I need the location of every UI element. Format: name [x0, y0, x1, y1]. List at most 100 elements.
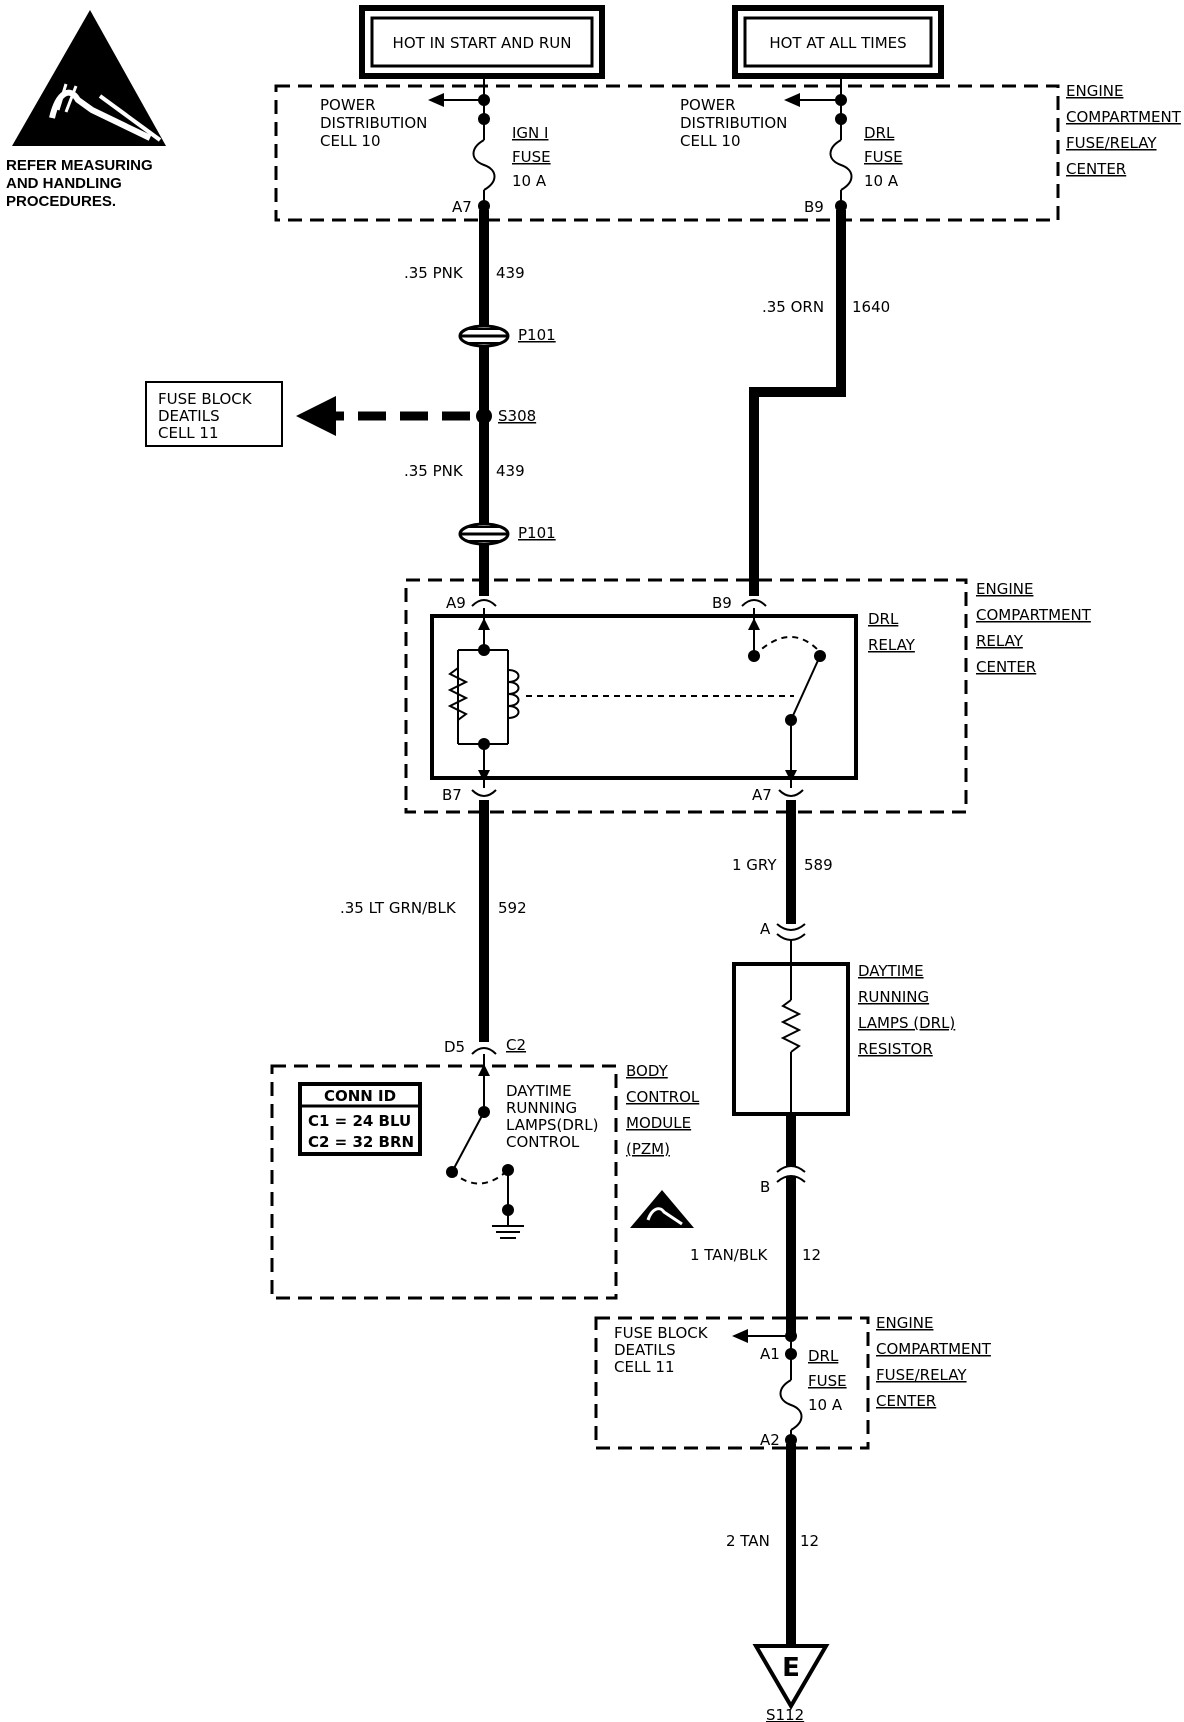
svg-text:POWER: POWER: [680, 96, 736, 114]
svg-text:DAYTIME: DAYTIME: [858, 962, 924, 980]
svg-text:POWER: POWER: [320, 96, 376, 114]
svg-text:RESISTOR: RESISTOR: [858, 1040, 933, 1058]
svg-text:B9: B9: [804, 198, 824, 216]
svg-text:RUNNING: RUNNING: [506, 1099, 577, 1117]
esd-warning-icon: [12, 10, 166, 146]
svg-text:.35 PNK: .35 PNK: [404, 462, 464, 480]
svg-text:DRL: DRL: [864, 124, 895, 142]
svg-text:CELL 11: CELL 11: [614, 1358, 675, 1376]
svg-text:C1 = 24 BLU: C1 = 24 BLU: [308, 1112, 411, 1130]
svg-text:P101: P101: [518, 524, 556, 542]
svg-text:MODULE: MODULE: [626, 1114, 691, 1132]
svg-text:589: 589: [804, 856, 833, 874]
svg-text:S308: S308: [498, 407, 536, 425]
wire-orn-1640: .35 ORN 1640: [749, 210, 890, 596]
svg-text:E: E: [782, 1653, 800, 1683]
svg-text:REFER MEASURING: REFER MEASURING: [6, 157, 153, 174]
body-control-module: D5 C2 BODY CONTROL MODULE (PZM) CONN ID …: [270, 1036, 700, 1300]
source-hot-all-times: HOT AT ALL TIMES: [732, 5, 944, 79]
svg-text:CENTER: CENTER: [876, 1392, 936, 1410]
svg-text:.35 LT GRN/BLK: .35 LT GRN/BLK: [340, 899, 457, 917]
svg-text:B: B: [760, 1178, 770, 1196]
svg-text:D5: D5: [444, 1038, 465, 1056]
svg-text:FUSE/RELAY: FUSE/RELAY: [1066, 134, 1157, 152]
svg-text:A2: A2: [760, 1431, 780, 1449]
svg-text:10 A: 10 A: [512, 172, 547, 190]
svg-text:ENGINE: ENGINE: [1066, 82, 1123, 100]
svg-text:A7: A7: [452, 198, 472, 216]
svg-text:CONTROL: CONTROL: [506, 1133, 580, 1151]
esd-note: REFER MEASURING AND HANDLING PROCEDURES.: [6, 157, 153, 210]
svg-text:1 GRY: 1 GRY: [732, 856, 777, 874]
wire-gry-589: 1 GRY 589: [732, 800, 833, 924]
svg-text:12: 12: [800, 1532, 819, 1550]
svg-text:HOT AT ALL TIMES: HOT AT ALL TIMES: [769, 34, 906, 52]
svg-text:LAMPS (DRL): LAMPS (DRL): [858, 1014, 955, 1032]
fuse-block-reference: FUSE BLOCK DEATILS CELL 11: [145, 381, 283, 447]
svg-text:A7: A7: [752, 786, 772, 804]
wire-tan-12: 2 TAN 12: [726, 1444, 819, 1646]
svg-text:FUSE: FUSE: [808, 1372, 847, 1390]
connector-p101-upper: P101: [458, 324, 556, 348]
svg-text:DAYTIME: DAYTIME: [506, 1082, 572, 1100]
svg-text:COMPARTMENT: COMPARTMENT: [976, 606, 1092, 624]
svg-text:(PZM): (PZM): [626, 1140, 670, 1158]
svg-text:439: 439: [496, 264, 525, 282]
connector-p101-lower: P101: [458, 522, 556, 546]
svg-text:A: A: [760, 920, 771, 938]
svg-text:AND HANDLING: AND HANDLING: [6, 175, 122, 192]
svg-text:DRL: DRL: [868, 610, 899, 628]
ground-icon: [492, 1225, 524, 1239]
svg-text:CELL 10: CELL 10: [320, 132, 381, 150]
fuse-relay-center-top: ENGINE COMPARTMENT FUSE/RELAY CENTER POW…: [274, 76, 1182, 222]
ground-e-symbol: E S112: [752, 1644, 830, 1722]
svg-text:A1: A1: [760, 1345, 780, 1363]
svg-text:CONTROL: CONTROL: [626, 1088, 700, 1106]
svg-text:CELL 11: CELL 11: [158, 424, 219, 442]
svg-text:DISTRIBUTION: DISTRIBUTION: [680, 114, 787, 132]
svg-text:.35 PNK: .35 PNK: [404, 264, 464, 282]
svg-text:CELL 10: CELL 10: [680, 132, 741, 150]
svg-text:IGN I: IGN I: [512, 124, 548, 142]
svg-text:RELAY: RELAY: [976, 632, 1024, 650]
svg-text:FUSE BLOCK: FUSE BLOCK: [158, 390, 253, 408]
svg-text:B7: B7: [442, 786, 462, 804]
svg-text:FUSE BLOCK: FUSE BLOCK: [614, 1324, 709, 1342]
svg-text:DRL: DRL: [808, 1347, 839, 1365]
svg-text:CENTER: CENTER: [976, 658, 1036, 676]
svg-text:P101: P101: [518, 326, 556, 344]
fuse-relay-center-bottom: ENGINE COMPARTMENT FUSE/RELAY CENTER FUS…: [594, 1314, 992, 1450]
svg-text:CENTER: CENTER: [1066, 160, 1126, 178]
splice-s308: S308: [296, 396, 536, 436]
svg-text:RELAY: RELAY: [868, 636, 916, 654]
svg-text:CONN ID: CONN ID: [324, 1087, 396, 1105]
svg-text:RUNNING: RUNNING: [858, 988, 929, 1006]
svg-text:DEATILS: DEATILS: [614, 1341, 676, 1359]
svg-text:DISTRIBUTION: DISTRIBUTION: [320, 114, 427, 132]
svg-text:2 TAN: 2 TAN: [726, 1532, 770, 1550]
svg-text:439: 439: [496, 462, 525, 480]
esd-small-icon: [630, 1190, 694, 1228]
svg-text:FUSE/RELAY: FUSE/RELAY: [876, 1366, 967, 1384]
svg-text:12: 12: [802, 1246, 821, 1264]
conn-id-table: CONN ID C1 = 24 BLU C2 = 32 BRN: [298, 1082, 422, 1156]
svg-text:PROCEDURES.: PROCEDURES.: [6, 193, 116, 210]
svg-text:C2 = 32 BRN: C2 = 32 BRN: [308, 1133, 414, 1151]
svg-text:FUSE: FUSE: [512, 148, 551, 166]
svg-text:ENGINE: ENGINE: [976, 580, 1033, 598]
svg-text:COMPARTMENT: COMPARTMENT: [876, 1340, 992, 1358]
relay-center: ENGINE COMPARTMENT RELAY CENTER DRL RELA…: [404, 578, 1092, 814]
source-hot-start-run: HOT IN START AND RUN: [359, 5, 605, 79]
svg-text:A9: A9: [446, 594, 466, 612]
svg-text:.35 ORN: .35 ORN: [762, 298, 824, 316]
svg-text:C2: C2: [506, 1036, 526, 1054]
wire-lt-grn-blk-592: .35 LT GRN/BLK 592: [340, 800, 527, 1042]
svg-text:LAMPS(DRL): LAMPS(DRL): [506, 1116, 599, 1134]
svg-text:10 A: 10 A: [864, 172, 899, 190]
svg-text:B9: B9: [712, 594, 732, 612]
svg-text:ENGINE: ENGINE: [876, 1314, 933, 1332]
drl-resistor: A DAYTIME RUNNING LAMPS (DRL) RESISTOR B: [732, 920, 955, 1196]
svg-text:BODY: BODY: [626, 1062, 669, 1080]
svg-text:592: 592: [498, 899, 527, 917]
